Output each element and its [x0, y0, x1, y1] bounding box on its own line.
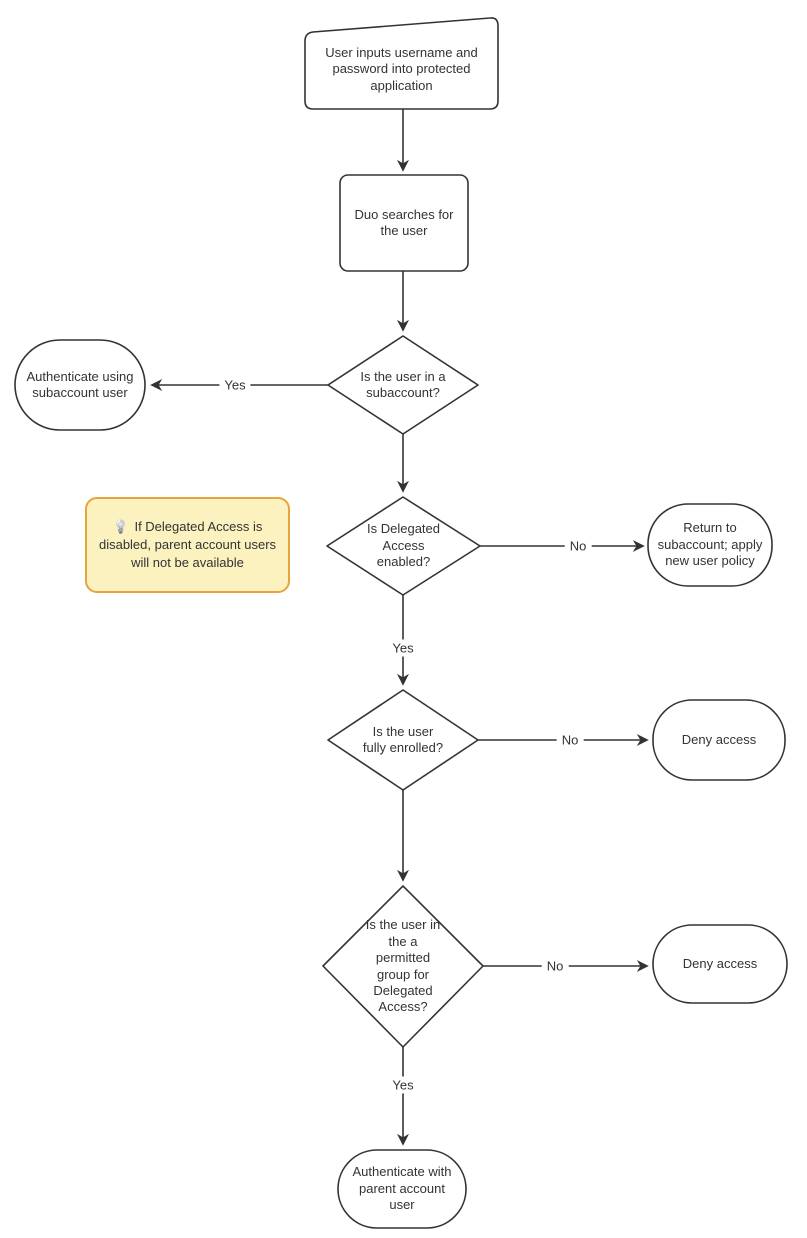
node-subaccount-check-shape [327, 335, 479, 435]
node-auth-subaccount-shape [14, 339, 146, 431]
node-duo-search-shape [339, 174, 469, 272]
lightbulb-icon: 💡 [112, 518, 129, 534]
node-return-subaccount-shape [647, 503, 773, 587]
node-delegated-check-shape [326, 496, 481, 596]
delegated-access-note: 💡 If Delegated Access is disabled, paren… [85, 497, 290, 593]
note-text: If Delegated Access is disabled, parent … [98, 518, 277, 571]
node-deny-access-2-shape [652, 924, 788, 1004]
node-enrolled-check-shape [327, 689, 479, 791]
note-content: 💡 If Delegated Access is disabled, paren… [99, 518, 276, 573]
node-deny-access-1-shape [652, 699, 786, 781]
node-group-check-shape [322, 885, 484, 1048]
node-auth-parent-shape [337, 1149, 467, 1229]
node-start-card-shape [304, 17, 499, 110]
